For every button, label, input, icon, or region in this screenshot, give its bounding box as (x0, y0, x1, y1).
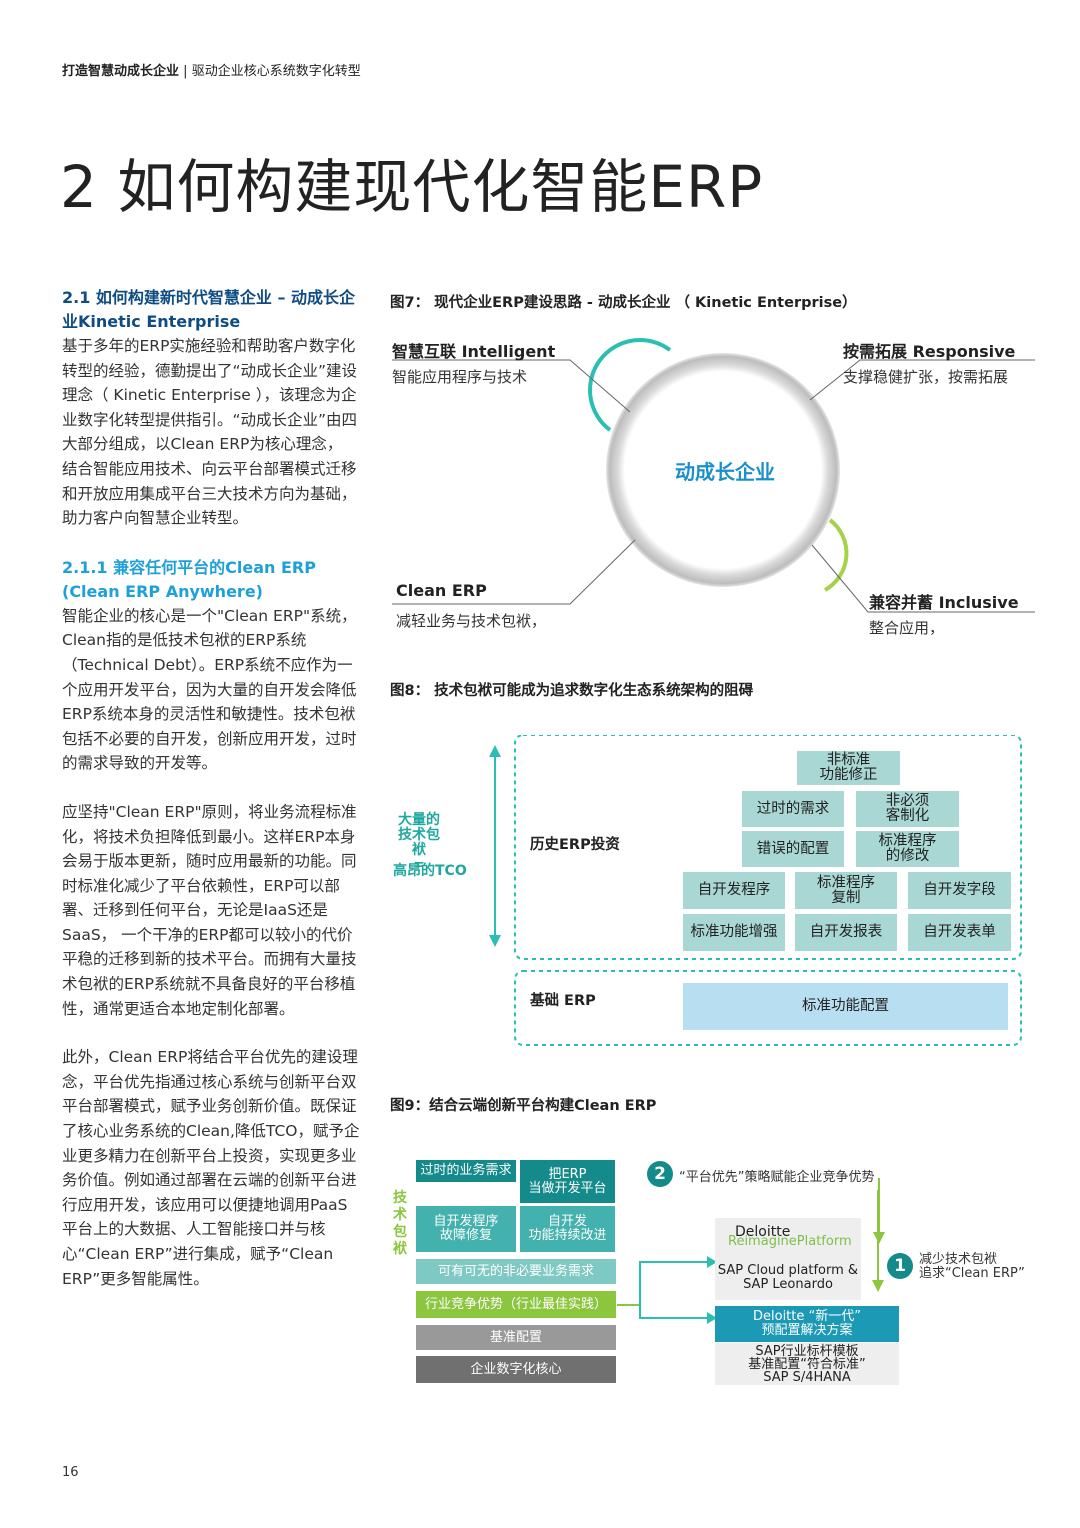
subsection-heading: 2.1.1 兼容任何平台的Clean ERP (Clean ERP Anywhe… (62, 557, 316, 601)
tech-debt-line2: 技术包袱 (398, 827, 440, 858)
block-self-dev-form: 自开发表单 (908, 914, 1011, 951)
desc-clean-erp: 减轻业务与技术包袱， (396, 612, 547, 630)
high-tco-label: 高昂的TCO (393, 863, 467, 879)
tall-arrow (873, 1178, 885, 1244)
header-separator: | (183, 64, 188, 79)
block-outdated-req: 过时的需求 (742, 791, 844, 827)
arrow-to-newgen (639, 1305, 713, 1319)
base-erp-label: 基础 ERP (530, 993, 596, 1009)
header-bold: 打造智慧动成长企业 (62, 64, 180, 79)
label-inclusive: 兼容并蓄 Inclusive (869, 593, 1019, 612)
arrow-up-icon (489, 745, 501, 757)
block-unnecessary-custom: 非必须 客制化 (856, 791, 959, 827)
center-label: 动成长企业 (675, 460, 775, 484)
label-intelligent: 智慧互联 Intelligent (392, 342, 556, 361)
fig8-frame (489, 735, 1022, 1046)
subsection-body: 智能企业的核心是一个"Clean ERP"系统，Clean指的是低技术包袱的ER… (62, 606, 357, 773)
cell-digital-core: 企业数字化核心 (416, 1356, 616, 1383)
arrow-head-icon (707, 1256, 717, 1268)
connector-br (811, 544, 1035, 613)
connector-tl (392, 359, 631, 413)
arrow-down-icon (489, 935, 501, 947)
header-rest: 驱动企业核心系统数字化转型 (191, 64, 361, 79)
reimagine-logo-text: ReimaginePlatform (728, 1234, 852, 1249)
new-gen-solution: Deloitte “新一代” 预配置解决方案 (715, 1306, 899, 1342)
tech-debt-vertical-label: 技术包袱 (393, 1190, 407, 1257)
block-self-dev-program: 自开发程序 (683, 872, 785, 909)
history-frame (514, 735, 1022, 960)
innovation-platform-box: Deloitte ReimaginePlatform SAP Cloud pla… (715, 1218, 861, 1300)
badge-2: 2 (647, 1161, 673, 1187)
cell-optional-biz: 可有可无的非必要业务需求 (416, 1259, 616, 1284)
fig8-title: 图8： 技术包袱可能成为追求数字化生态系统架构的阻碍 (390, 683, 754, 699)
block-self-dev-field: 自开发字段 (908, 872, 1011, 909)
label-responsive: 按需拓展 Responsive (843, 342, 1016, 361)
label-clean-erp: Clean ERP (396, 581, 487, 600)
left-column: 2.1 如何构建新时代智慧企业 – 动成长企业Kinetic Enterpris… (62, 286, 362, 1291)
history-erp-label: 历史ERP投资 (530, 837, 620, 853)
tall-arrow-head-icon (873, 1232, 885, 1244)
block-self-dev-report: 自开发报表 (795, 914, 897, 951)
block-std-program-copy: 标准程序 复制 (795, 872, 897, 909)
arrow-to-platform (639, 1261, 713, 1305)
block-std-config: 标准功能配置 (683, 983, 1008, 1030)
block-std-program-mod: 标准程序 的修改 (856, 831, 959, 867)
badge-1: 1 (887, 1253, 913, 1279)
arrow-down-green-icon (872, 1280, 884, 1292)
cell-self-dev-improve: 自开发 功能持续改进 (520, 1206, 615, 1252)
fig7-diagram (392, 338, 1035, 613)
teal-arc (588, 338, 672, 432)
running-header: 打造智慧动成长企业 | 驱动企业核心系统数字化转型 (62, 60, 361, 79)
tech-debt-label: 大量的 技术包袱 = (393, 813, 445, 873)
tech-debt-line1: 大量的 (398, 812, 440, 828)
sap-cloud-text: SAP Cloud platform & SAP Leonardo (717, 1263, 859, 1292)
paragraph-4: 此外，Clean ERP将结合平台优先的建设理念，平台优先指通过核心系统与创新平… (62, 1048, 360, 1288)
section-heading: 2.1 如何构建新时代智慧企业 – 动成长企业Kinetic Enterpris… (62, 288, 356, 331)
cell-erp-as-dev-platform: 把ERP 当做开发平台 (520, 1160, 615, 1203)
cell-self-dev-bugfix: 自开发程序 故障修复 (416, 1206, 516, 1252)
block-nonstandard-fix: 非标准 功能修正 (797, 751, 900, 785)
connector-bl (392, 539, 636, 605)
block-wrong-config: 错误的配置 (742, 831, 844, 867)
page-title: 2 如何构建现代化智能ERP (60, 153, 764, 221)
deloitte-logo-text: Deloitte (735, 1224, 791, 1240)
cell-baseline-config: 基准配置 (416, 1325, 616, 1350)
page-number: 16 (62, 1465, 79, 1480)
desc-inclusive: 整合应用， (869, 619, 945, 637)
fig7-title: 图7： 现代企业ERP建设思路 - 动成长企业 （ Kinetic Enterp… (390, 295, 857, 311)
fig9-title: 图9：结合云端创新平台构建Clean ERP (390, 1098, 657, 1114)
green-arc (823, 518, 849, 592)
section-body: 基于多年的ERP实施经验和帮助客户数字化转型的经验，德勤提出了“动成长企业”建设… (62, 337, 358, 528)
desc-responsive: 支撑稳健扩张，按需拓展 (843, 368, 1009, 386)
arrow-head-icon-2 (707, 1312, 717, 1324)
paragraph-3: 应坚持"Clean ERP"原则，将业务流程标准化，将技术负担降低到最小。这样E… (62, 802, 357, 1018)
block-std-enhance: 标准功能增强 (683, 914, 785, 951)
cell-outdated-biz: 过时的业务需求 (416, 1160, 516, 1182)
center-disc (625, 372, 821, 568)
cell-industry-advantage: 行业竞争优势（行业最佳实践） (416, 1291, 616, 1318)
badge-1-text: 减少技术包袱 追求“Clean ERP” (919, 1252, 1025, 1281)
sap-s4hana-box: SAP行业标杆模板 基准配置“符合标准” SAP S/4HANA (715, 1343, 899, 1385)
base-frame (514, 970, 1022, 1046)
desc-intelligent: 智能应用程序与技术 (392, 368, 528, 386)
tech-debt-equals: = (413, 857, 425, 873)
badge-2-text: “平台优先”策略赋能企业竞争优势 (679, 1170, 875, 1185)
connector-tr (809, 359, 1035, 401)
